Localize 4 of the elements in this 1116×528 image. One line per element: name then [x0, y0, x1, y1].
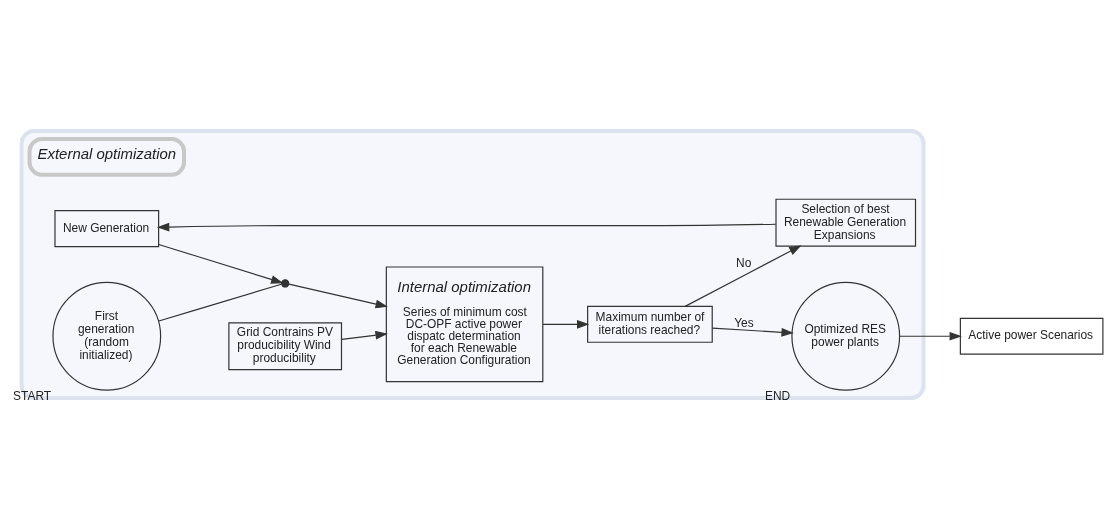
edge-label: No	[736, 255, 752, 270]
edge-label: Yes	[734, 315, 754, 330]
node-label: END	[765, 388, 791, 403]
node-label: START	[13, 388, 52, 403]
